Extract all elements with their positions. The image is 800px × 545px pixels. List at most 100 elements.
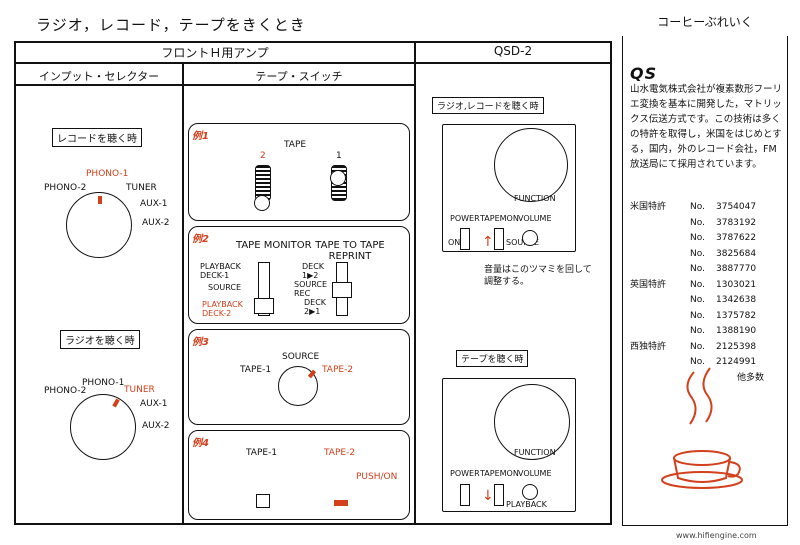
example-3-box	[188, 329, 410, 425]
patent-row: No. 2124991	[630, 355, 780, 371]
playback-deck2-label: PLAYBACK DECK-2	[202, 300, 243, 318]
tape-monitor-label: TAPE MONITOR	[236, 240, 312, 251]
function-label: FUNCTION	[514, 194, 556, 203]
tape-1-label: TAPE-1	[246, 448, 278, 458]
phono1-label: PHONO-1	[86, 169, 129, 179]
patent-country: 英国特許	[630, 279, 667, 290]
tuner-label: TUNER	[126, 183, 157, 193]
patent-no: No.	[690, 233, 705, 243]
power-switch	[460, 484, 470, 506]
patent-no: No.	[690, 341, 705, 352]
qsd-panel-2	[442, 378, 576, 512]
deck-2-1-label: DECK 2▶1	[304, 298, 327, 316]
tape-label: TAPE	[284, 140, 307, 150]
example-4-box	[188, 430, 410, 520]
down-arrow: ↓	[482, 488, 494, 504]
patent-row: 西独特許 No. 2125398	[630, 340, 780, 356]
patent-row: No.1375782	[630, 309, 780, 325]
volume-knob	[522, 230, 538, 246]
volume-knob	[522, 484, 538, 500]
example-1-box	[188, 123, 410, 221]
page-heading: ラジオ，レコード，テープをきくとき	[36, 16, 306, 34]
front-amp-title: フロントＨ用アンプ	[161, 46, 269, 60]
patent-num: 1342638	[716, 295, 757, 305]
patent-country	[630, 247, 690, 263]
patent-country: 米国特許	[630, 202, 667, 212]
patent-no: No.	[690, 202, 705, 212]
patent-row: 米国特許 No. 3754047	[630, 200, 780, 216]
qsd-title: QSD-2	[493, 44, 533, 58]
divider	[14, 84, 414, 86]
radio-label: ラジオを聴く時	[60, 330, 140, 349]
volume-note: 音量はこのツマミを回して調整する。	[484, 265, 592, 287]
example-2-box	[188, 226, 410, 324]
footer-url: www.hifiengine.com	[676, 531, 757, 540]
patent-country	[630, 262, 690, 278]
qs-logo: QS	[630, 64, 658, 83]
patent-country	[630, 324, 690, 340]
example-2-tag: 例2	[192, 234, 209, 245]
patent-no: No.	[690, 295, 705, 305]
qsd-radio-label: ラジオ,レコードを聴く時	[432, 97, 544, 114]
example-4-tag: 例4	[192, 438, 209, 449]
patent-country: 西独特許	[630, 341, 667, 352]
aux2-label: AUX-2	[142, 421, 170, 431]
tapemon-switch	[494, 228, 504, 250]
power-label: POWER	[450, 469, 480, 478]
patent-country	[630, 231, 690, 247]
patent-row: No.3825684	[630, 247, 780, 263]
sidebar-box	[622, 36, 788, 526]
main-frame	[14, 41, 612, 525]
divider	[414, 41, 416, 525]
tape-1-label: TAPE-1	[240, 365, 272, 375]
patent-num: 2124991	[716, 357, 757, 367]
tapemon-switch	[494, 484, 504, 506]
patent-no: No.	[690, 264, 705, 274]
patent-num: 2125398	[716, 341, 757, 352]
patent-num: 3887770	[716, 264, 757, 274]
patent-no: No.	[690, 279, 705, 290]
patent-row: No. 3887770	[630, 262, 780, 278]
phono2-label: PHONO-2	[44, 183, 87, 193]
switch-lever	[254, 298, 274, 314]
patent-num: 3787622	[716, 233, 757, 243]
patent-num: 1388190	[716, 326, 757, 336]
aux1-label: AUX-1	[140, 199, 168, 209]
power-switch	[460, 228, 470, 250]
switch-knob	[254, 195, 270, 211]
phono1-label: PHONO-1	[82, 378, 125, 388]
patent-no: No.	[690, 357, 705, 367]
power-label: POWER	[450, 214, 480, 223]
patent-no: No.	[690, 310, 705, 321]
others-label: 他多数	[736, 372, 764, 383]
patent-num: 3754047	[716, 202, 757, 212]
patent-country	[630, 216, 690, 232]
tapemon-label: TAPEMON	[480, 214, 519, 223]
tape-2-label: TAPE-2	[324, 448, 356, 458]
input-selector-title: インプット・セレクター	[38, 70, 160, 83]
volume-label: VOLUME	[518, 469, 552, 478]
tape-switch-title: テープ・スイッチ	[255, 70, 343, 83]
patent-country	[630, 293, 690, 309]
function-label: FUNCTION	[514, 448, 556, 457]
patent-row: No. 1342638	[630, 293, 780, 309]
patent-no: No.	[690, 326, 705, 336]
example-1-tag: 例1	[192, 131, 209, 142]
sidebar-title: コーヒーぶれいく	[640, 13, 770, 30]
up-arrow: ↑	[482, 234, 494, 250]
tape-2-label: 2	[260, 151, 266, 161]
patent-no: No.	[690, 217, 705, 228]
on-label: ON	[448, 238, 461, 247]
push-on-label: PUSH/ON	[356, 472, 398, 482]
tape-monitor-switch	[258, 262, 270, 316]
tape-2-button	[334, 500, 348, 506]
qsd-tape-label: テープを聴く時	[456, 350, 529, 367]
divider	[182, 62, 184, 525]
knob-indicator	[98, 196, 102, 204]
patent-row: No. 1388190	[630, 324, 780, 340]
patent-country	[630, 309, 690, 325]
function-knob	[494, 128, 568, 202]
sidebar-text: 山水電気株式会社が複素数形フーリエ変換を基本に開発した，マトリックス伝送方式です…	[630, 84, 783, 170]
